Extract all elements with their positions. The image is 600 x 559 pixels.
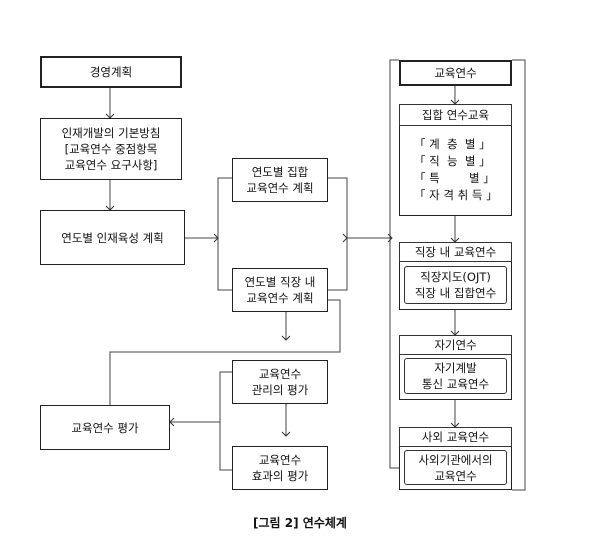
management-plan-box: 경영계획 xyxy=(40,56,182,88)
annual-hr-plan-box: 연도별 인재육성 계획 xyxy=(40,210,185,265)
mgmt-eval-label: 교육연수 관리의 평가 xyxy=(251,367,309,397)
right-panel-left-rail xyxy=(389,59,399,469)
self-study-content-label: 자기계발 통신 교육연수 xyxy=(421,361,490,391)
figure-caption: [그림 2] 연수체계 xyxy=(253,516,347,530)
mgmt-eval-box: 교육연수 관리의 평가 xyxy=(232,360,328,404)
training-eval-box: 교육연수 평가 xyxy=(40,405,170,450)
group-item-special: 「 특 별 」 xyxy=(414,171,495,185)
annual-hr-plan-label: 연도별 인재육성 계획 xyxy=(61,230,164,245)
ojt-content-label: 직장지도(OJT) 직장 내 집합연수 xyxy=(414,270,497,300)
external-training-title-label: 사외 교육연수 xyxy=(421,430,490,444)
ojt-title-label: 직장 내 교육연수 xyxy=(414,245,497,259)
group-item-certificate: 「 자 격 취 득 」 xyxy=(414,188,498,202)
group-training-title-label: 집합 연수교육 xyxy=(421,108,490,122)
ojt-content: 직장지도(OJT) 직장 내 집합연수 xyxy=(404,266,507,304)
group-training-title: 집합 연수교육 xyxy=(399,104,512,126)
right-panel-right-rail xyxy=(512,59,526,491)
self-study-title-label: 자기연수 xyxy=(434,338,477,352)
effect-eval-label: 교육연수 효과의 평가 xyxy=(251,453,309,483)
training-eval-label: 교육연수 평가 xyxy=(71,420,139,435)
external-training-content: 사외기관에서의 교육연수 xyxy=(404,450,507,485)
middle-right-bracket xyxy=(328,177,348,291)
external-training-content-label: 사외기관에서의 교육연수 xyxy=(418,452,493,483)
self-study-title: 자기연수 xyxy=(399,335,512,355)
annual-group-plan-box: 연도별 집합 교육연수 계획 xyxy=(232,158,328,202)
evaluation-bracket xyxy=(219,371,232,471)
training-panel-title-label: 교육연수 xyxy=(434,66,477,80)
effect-eval-box: 교육연수 효과의 평가 xyxy=(232,446,328,490)
annual-ojt-plan-label: 연도별 직장 내 교육연수 계획 xyxy=(244,275,316,305)
ojt-title: 직장 내 교육연수 xyxy=(399,242,512,262)
management-plan-label: 경영계획 xyxy=(89,65,133,79)
external-training-title: 사외 교육연수 xyxy=(399,427,512,447)
annual-ojt-plan-box: 연도별 직장 내 교육연수 계획 xyxy=(232,268,328,312)
self-study-content: 자기계발 통신 교육연수 xyxy=(404,358,507,394)
annual-group-plan-label: 연도별 집합 교육연수 계획 xyxy=(246,165,314,195)
training-panel-title: 교육연수 xyxy=(399,60,512,86)
hr-policy-label: 인재개발의 기본방침 [교육연수 중점항목 교육연수 요구사항] xyxy=(61,126,161,172)
middle-left-bracket xyxy=(217,177,232,291)
hr-policy-box: 인재개발의 기본방침 [교육연수 중점항목 교육연수 요구사항] xyxy=(40,118,182,180)
feedback-loop xyxy=(109,299,341,405)
group-item-level: 「 계 층 별 」 xyxy=(414,137,491,151)
group-item-function: 「 직 능 별 」 xyxy=(414,154,491,168)
